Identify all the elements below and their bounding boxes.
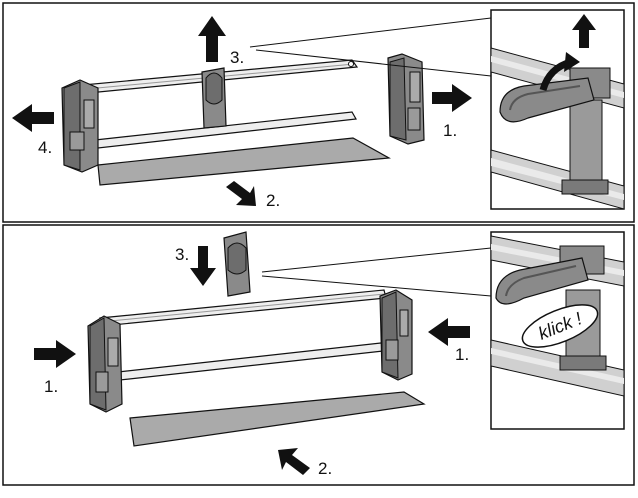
arrow-right-step1 [432, 84, 472, 112]
bottom-right-bracket [379, 289, 413, 381]
bottom-clip-floating [223, 231, 251, 297]
arrow-left-step1-right [428, 318, 470, 346]
callout-line-top-a [249, 17, 492, 48]
middle-clip [201, 67, 227, 129]
bottom-step1-right-label: 1. [455, 345, 469, 364]
arrow-right-step1-left [34, 340, 76, 368]
bottom-panel-frame [2, 224, 635, 486]
bottom-step2-label: 2. [318, 459, 332, 478]
arrow-up-step3 [198, 16, 226, 62]
arrow-down-step3 [190, 246, 216, 286]
bottom-step1-left-label: 1. [44, 377, 58, 396]
callout-line-top-b [255, 49, 492, 77]
top-step4-label: 4. [38, 138, 52, 157]
arrow-down-step2 [226, 181, 256, 206]
arrow-upleft-step2 [278, 448, 310, 475]
bottom-rail-assembly [87, 231, 426, 447]
top-rail-assembly [61, 53, 425, 186]
bottom-step3-label: 3. [175, 245, 189, 264]
arrow-left-step4 [12, 104, 54, 132]
bottom-detail-box: klick ! [490, 231, 625, 430]
right-bracket-detached [387, 53, 425, 145]
top-panel-frame [2, 2, 635, 223]
bottom-shelf-plate [129, 391, 426, 447]
top-step1-label: 1. [443, 121, 457, 140]
shelf-plate [97, 137, 391, 186]
left-bracket [61, 79, 99, 173]
callout-line-bottom-a [261, 247, 492, 273]
top-detail-box [490, 9, 625, 210]
callout-line-bottom-b [261, 275, 492, 297]
top-step3-label: 3. [230, 48, 244, 67]
top-step2-label: 2. [266, 191, 280, 210]
bottom-left-bracket [87, 315, 123, 413]
klick-bubble [521, 304, 599, 348]
